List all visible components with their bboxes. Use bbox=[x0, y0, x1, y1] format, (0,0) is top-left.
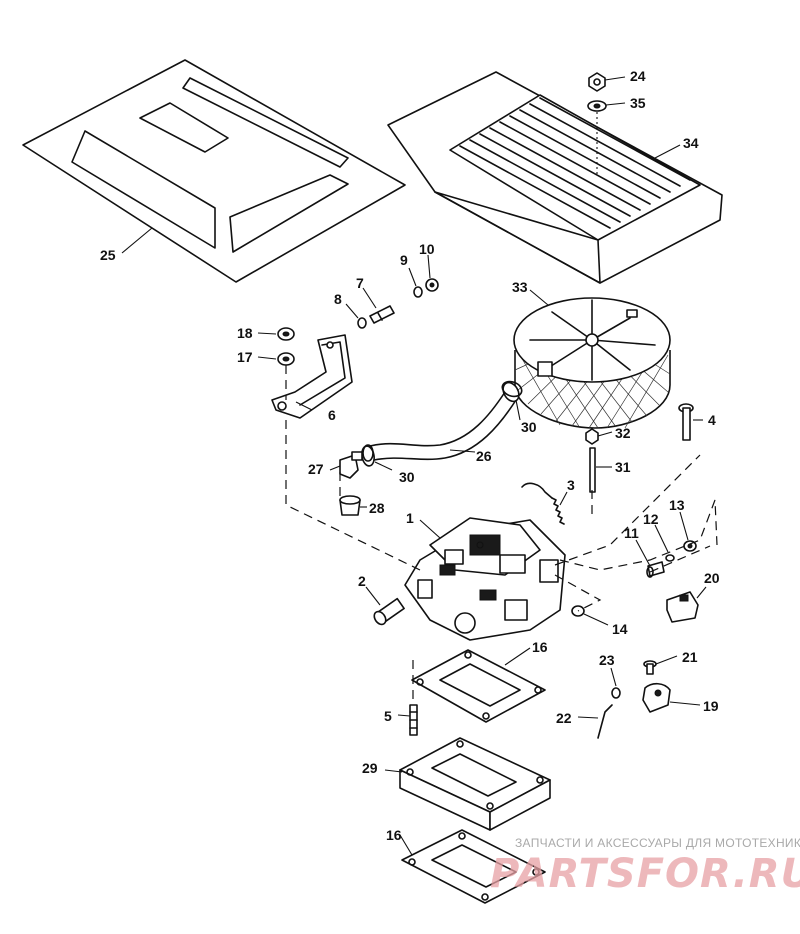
callout-28: 28 bbox=[369, 500, 385, 516]
callout-11: 11 bbox=[624, 525, 639, 541]
part-29-spacer bbox=[399, 737, 551, 831]
part-31-stud bbox=[589, 447, 596, 493]
callout-22: 22 bbox=[556, 710, 572, 726]
part-21-screw bbox=[643, 660, 657, 675]
callout-20: 20 bbox=[704, 570, 720, 586]
part-23-washer bbox=[611, 687, 621, 699]
watermark-caption: ЗАПЧАСТИ И АКСЕССУАРЫ ДЛЯ МОТОТЕХНИКИ bbox=[515, 836, 800, 850]
part-26-hose bbox=[362, 381, 520, 462]
callout-14: 14 bbox=[612, 621, 628, 637]
callout-32: 32 bbox=[615, 425, 631, 441]
callout-35: 35 bbox=[630, 95, 646, 111]
callout-26: 26 bbox=[476, 448, 492, 464]
part-27-elbow-fitting bbox=[339, 451, 363, 479]
callout-30-upper: 30 bbox=[521, 419, 537, 435]
callout-16-upper: 16 bbox=[532, 639, 548, 655]
watermark-logo: PARTSFOR.RU bbox=[490, 851, 800, 897]
callout-5: 5 bbox=[384, 708, 392, 724]
callout-18: 18 bbox=[237, 325, 253, 341]
callout-6: 6 bbox=[328, 407, 336, 423]
callout-17: 17 bbox=[237, 349, 253, 365]
part-24-nut bbox=[588, 72, 606, 92]
callout-30-lower: 30 bbox=[399, 469, 415, 485]
callout-4: 4 bbox=[708, 412, 716, 428]
part-3-spring bbox=[521, 482, 565, 525]
part-25-cover-plate bbox=[22, 59, 406, 283]
part-6-bracket bbox=[271, 334, 353, 419]
callout-9: 9 bbox=[400, 252, 408, 268]
callout-2: 2 bbox=[358, 573, 366, 589]
part-1-carburetor bbox=[404, 517, 566, 641]
callout-3: 3 bbox=[567, 477, 575, 493]
leader-lines bbox=[121, 76, 707, 856]
callout-25: 25 bbox=[100, 247, 116, 263]
part-33-flame-arrestor bbox=[513, 297, 671, 429]
part-16-gasket-lower bbox=[401, 829, 546, 904]
callout-21: 21 bbox=[682, 649, 698, 665]
callout-labels: 1 2 3 4 5 6 7 8 9 10 11 12 13 14 16 16 1… bbox=[100, 68, 720, 843]
part-20-cap bbox=[666, 591, 699, 623]
assembly-dash-lines bbox=[285, 365, 718, 705]
callout-10: 10 bbox=[419, 241, 435, 257]
part-35-washer bbox=[587, 100, 607, 112]
part-7-stud bbox=[369, 305, 395, 324]
callout-19: 19 bbox=[703, 698, 719, 714]
part-30-clamp-upper bbox=[501, 380, 523, 398]
part-8-o-ring bbox=[357, 317, 367, 329]
part-10-nut bbox=[425, 278, 439, 292]
part-28-plug bbox=[339, 495, 361, 516]
part-4-bolt bbox=[678, 403, 694, 441]
callout-16-lower: 16 bbox=[386, 827, 402, 843]
part-32-nut bbox=[585, 428, 599, 445]
callout-34: 34 bbox=[683, 135, 699, 151]
part-22-rod bbox=[597, 704, 613, 739]
part-2-fitting bbox=[373, 597, 405, 626]
callout-31: 31 bbox=[615, 459, 631, 475]
callout-13: 13 bbox=[669, 497, 685, 513]
callout-29: 29 bbox=[362, 760, 378, 776]
part-5-stud bbox=[409, 704, 418, 736]
callout-27: 27 bbox=[308, 461, 324, 477]
part-12-washer bbox=[665, 554, 675, 562]
callout-23: 23 bbox=[599, 652, 615, 668]
callout-8: 8 bbox=[334, 291, 342, 307]
part-9-washer bbox=[413, 286, 423, 298]
callout-1: 1 bbox=[406, 510, 414, 526]
callout-33: 33 bbox=[512, 279, 528, 295]
part-18-nut bbox=[277, 327, 295, 341]
part-19-choke-stat bbox=[642, 682, 671, 713]
callout-7: 7 bbox=[356, 275, 364, 291]
part-17-washer bbox=[277, 352, 295, 366]
part-34-arrestor-cover bbox=[387, 71, 723, 284]
callout-24: 24 bbox=[630, 68, 646, 84]
callout-12: 12 bbox=[643, 511, 659, 527]
part-16-gasket-upper bbox=[411, 649, 546, 723]
